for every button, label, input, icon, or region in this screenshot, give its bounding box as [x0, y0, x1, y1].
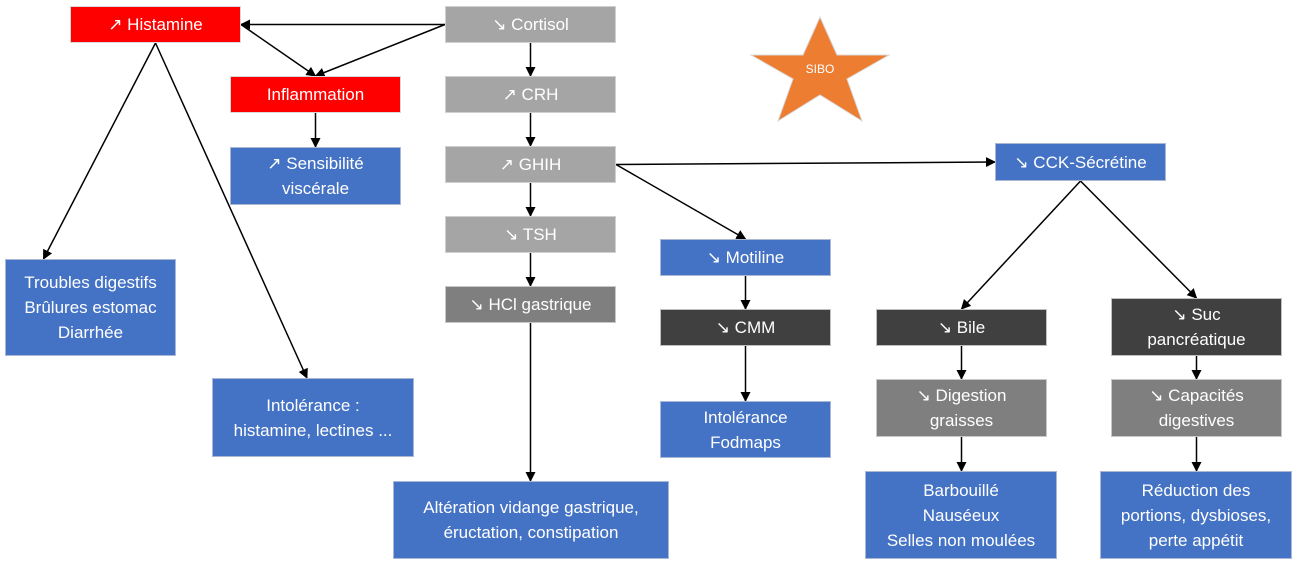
node-cmm: ↘ CMM: [660, 309, 831, 346]
sibo-star-icon: [749, 15, 891, 123]
node-capacites-digestives: ↘ Capacités digestives: [1111, 379, 1282, 437]
node-ghih: ↗ GHIH: [445, 146, 616, 183]
arrow-cck-to-bile: [960, 180, 1082, 310]
node-motiline: ↘ Motiline: [660, 239, 831, 276]
node-tsh: ↘ TSH: [445, 216, 616, 253]
node-digestion-graisses: ↘ Digestion graisses: [876, 379, 1047, 437]
node-reduction-portions: Réduction des portions, dysbioses, perte…: [1100, 471, 1292, 559]
node-intolerance-fodmaps: Intolérance Fodmaps: [660, 401, 831, 458]
node-barbouille-nauseeux: Barbouillé Nauséeux Selles non moulées: [865, 471, 1057, 559]
arrow-ghih-to-cck: [615, 157, 996, 168]
arrow-histamine-to-inflammation: [240, 23, 317, 77]
node-histamine: ↗ Histamine: [70, 6, 241, 43]
arrow-cck-to-suc: [1079, 180, 1198, 299]
arrow-ghih-to-motiline: [615, 163, 747, 240]
sibo-label: SIBO: [805, 62, 835, 76]
node-sensibilite-viscerale: ↗ Sensibilité viscérale: [230, 147, 401, 205]
arrow-histamine-to-troubles: [42, 42, 157, 260]
arrow-histamine-to-intolerance_hist: [154, 42, 308, 379]
node-inflammation: Inflammation: [230, 76, 401, 113]
node-hcl-gastrique: ↘ HCl gastrique: [445, 286, 616, 323]
node-cck-secretine: ↘ CCK-Sécrétine: [995, 143, 1166, 181]
arrow-cortisol-to-inflammation: [314, 23, 446, 78]
node-bile: ↘ Bile: [876, 309, 1047, 346]
node-cortisol: ↘ Cortisol: [445, 6, 616, 43]
node-suc-pancreatique: ↘ Suc pancréatique: [1111, 298, 1282, 356]
node-troubles-digestifs: Troubles digestifs Brûlures estomac Diar…: [5, 259, 176, 356]
node-alteration-vidange: Altération vidange gastrique, éructation…: [393, 481, 669, 559]
node-crh: ↗ CRH: [445, 76, 616, 113]
node-intolerance-histamine: Intolérance : histamine, lectines ...: [212, 378, 414, 457]
